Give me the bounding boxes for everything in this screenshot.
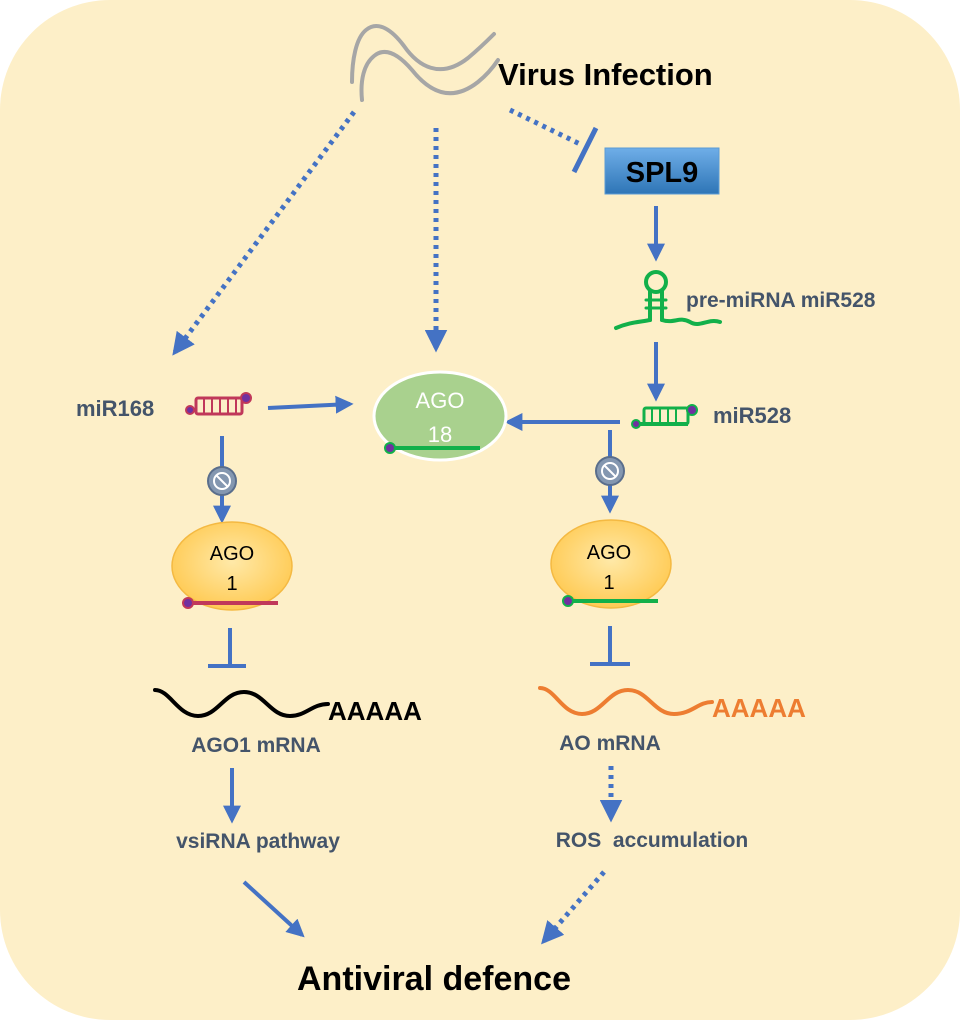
ago1-right-label-line2: 1 [603,572,614,594]
ago1-right-protein [550,519,672,609]
ago1-left-label-line1: AGO [210,543,254,565]
ago18-mirna-cap [384,442,396,454]
spl9-label: SPL9 [626,157,699,189]
spl9-inhibition-bar [571,126,599,174]
virus-inhibits-spl9 [508,107,584,148]
hairpin-icon [614,270,722,330]
no-sign-icon [595,456,625,486]
ros-accumulation-label: ROS accumulation [556,829,749,852]
mir168-to-ago18-arrow [267,395,354,414]
mir528-label: miR528 [713,403,791,428]
vsirna-pathway-label: vsiRNA pathway [176,830,340,853]
mir168-label: miR168 [76,396,154,421]
ago18-label-line2: 18 [428,422,452,447]
ago1-left-protein [171,521,293,611]
ago1-left-label-line2: 1 [226,573,237,595]
mir528-duplex-icon [631,404,698,429]
ao-mrna-label: AO mRNA [559,732,661,755]
ago1-right-mirna-cap [562,595,574,607]
vsirna-to-defence-arrow [242,880,305,938]
ao-mrna-polya: AAAAA [712,693,806,723]
virus-infection-label: Virus Infection [498,57,713,92]
no-sign-icon [207,466,237,496]
antiviral-defence-label: Antiviral defence [297,960,571,998]
ros-to-defence-arrow [541,870,606,945]
mir168-duplex-icon [185,392,252,416]
ago1-mrna-polya: AAAAA [328,696,422,726]
ago1-mrna-label: AGO1 mRNA [191,734,321,757]
spl9-box [604,147,720,195]
ago18-label-line1: AGO [416,388,465,413]
ago1-left-mirna-cap [182,597,194,609]
ago1-mrna-wave-icon [153,688,330,719]
pre-mirna-label: pre-miRNA miR528 [686,289,876,312]
ago1-right-label-line1: AGO [587,542,631,564]
ao-mrna-wave-icon [538,686,714,717]
virus-icon [350,24,500,102]
ago18-protein [372,370,508,462]
